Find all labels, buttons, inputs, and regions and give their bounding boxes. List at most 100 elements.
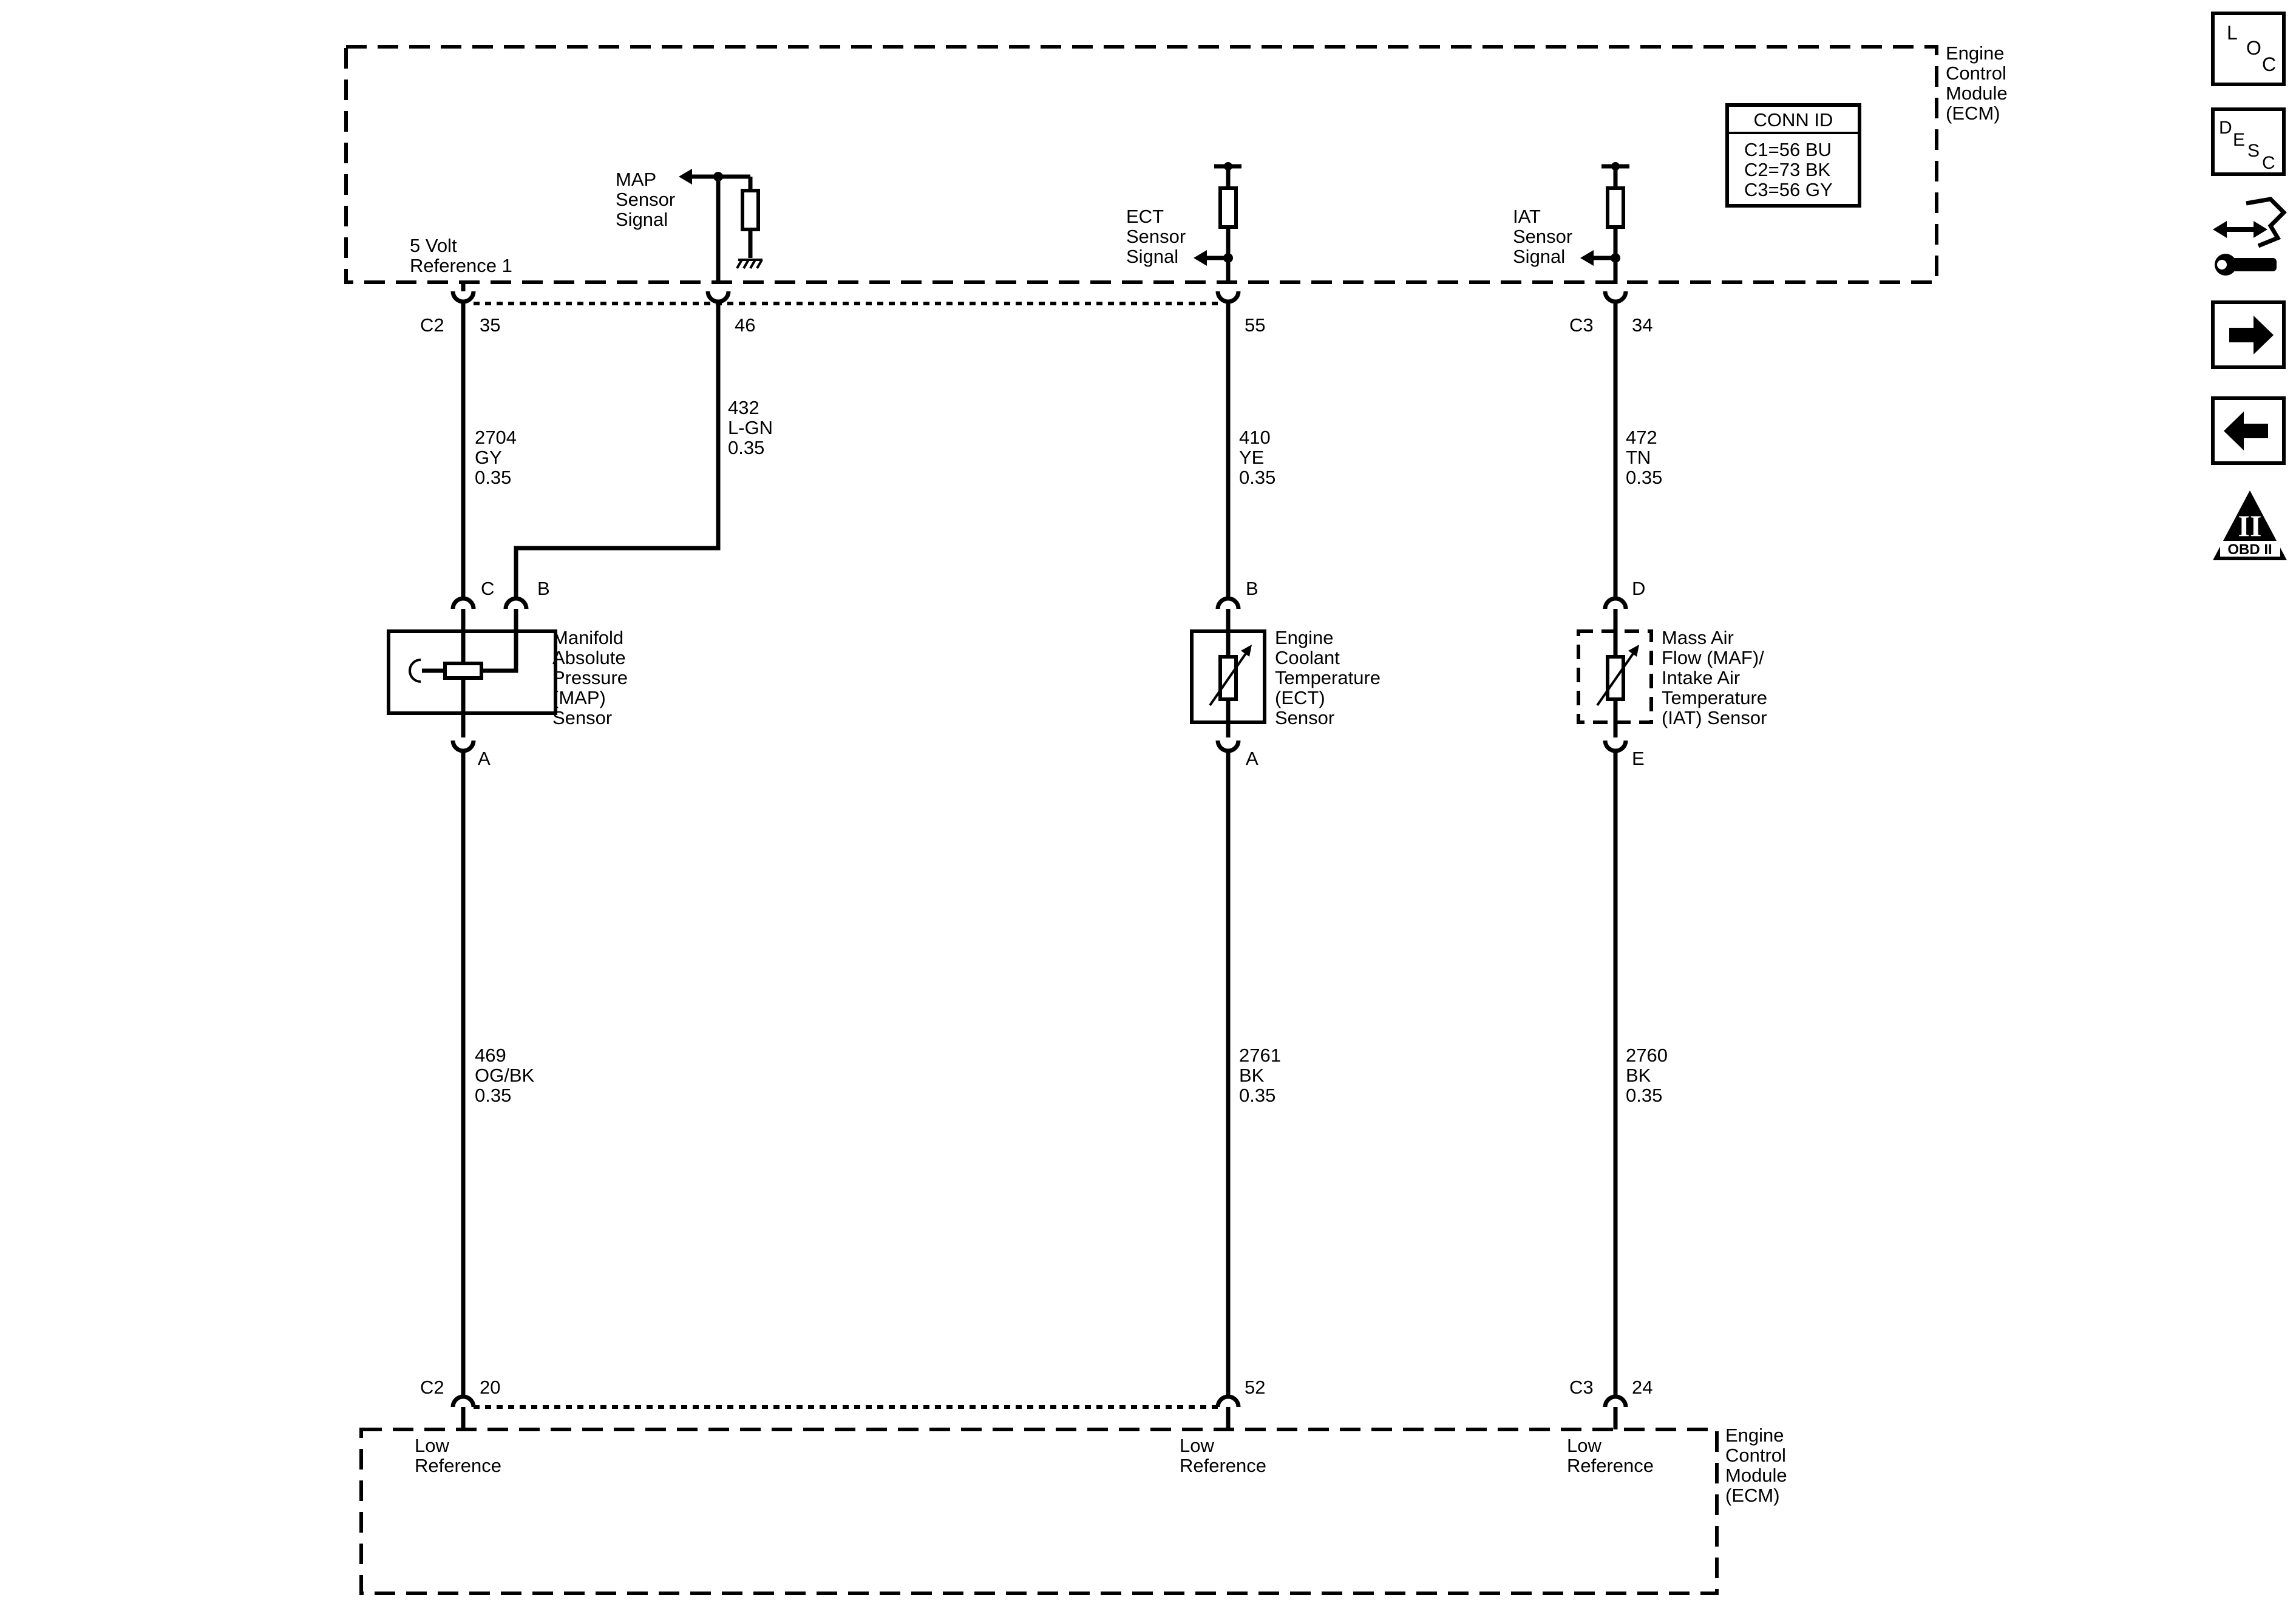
ref5v-label-2: Reference 1	[410, 255, 512, 276]
description-button[interactable]: D E S C	[2211, 107, 2286, 176]
iat-junction-dot	[1611, 253, 1620, 263]
map-signal-label-3: Signal	[616, 209, 668, 230]
arrow-right-icon	[2229, 316, 2274, 354]
component-swap-button[interactable]	[2213, 197, 2287, 276]
ecm-top-module: Engine Control Module (ECM) CONN ID C1=5…	[344, 42, 2008, 291]
map-internal-signal	[483, 631, 518, 673]
ect-sensor-label-3: Temperature	[1275, 667, 1381, 688]
iat-sensor-label-1: Mass Air	[1662, 627, 1734, 648]
desc-letter-s: S	[2247, 141, 2260, 161]
iat-sensor-label-2: Flow (MAF)/	[1662, 647, 1764, 668]
wire-label-2704-color: GY	[475, 447, 502, 468]
desc-letter-c: C	[2262, 153, 2275, 173]
ecm-bottom-label-3: Module	[1725, 1465, 1787, 1486]
ect-pin-a-label: A	[1246, 748, 1258, 769]
wires: 2704 GY 0.35 432 L-GN 0.35 410 YE 0.35 4…	[461, 302, 1668, 1395]
wire-label-432: 432 L-GN 0.35	[728, 397, 773, 458]
previous-button[interactable]	[2211, 396, 2286, 465]
map-pin-a-terminal	[450, 740, 476, 753]
arrow-left-icon	[2224, 412, 2268, 450]
wire-label-2761: 2761 BK 0.35	[1239, 1045, 1281, 1106]
ref5v-label-1: 5 Volt	[410, 235, 457, 256]
low-ref-ect-label-2: Reference	[1180, 1455, 1266, 1476]
obd-label-bg	[2220, 541, 2280, 557]
loc-letter-c: C	[2262, 53, 2276, 75]
wire-label-2760-color: BK	[1626, 1065, 1651, 1086]
wire-label-469-color: OG/BK	[475, 1065, 535, 1086]
pin-c2-35-terminal	[450, 291, 476, 304]
iat-variable-arrow	[1628, 645, 1639, 657]
wire-label-2761-color: BK	[1239, 1065, 1265, 1086]
ect-variable-arrow	[1241, 645, 1252, 657]
wire-label-432-number: 432	[728, 397, 759, 418]
obd-ii-icon: II OBD II	[2213, 490, 2287, 560]
ecm-bottom-label-1: Engine	[1725, 1425, 1784, 1446]
pin-55-terminal	[1215, 291, 1241, 304]
iat-pin-d-terminal	[1603, 596, 1628, 609]
iat-internal-circuit: IAT Sensor Signal	[1513, 162, 1629, 284]
wire-label-469: 469 OG/BK 0.35	[475, 1045, 535, 1106]
map-internal-circuit: MAP Sensor Signal	[616, 169, 763, 284]
pin-bottom-iat-number: 24	[1632, 1377, 1652, 1398]
conn-id-c1: C1=56 BU	[1744, 139, 1832, 160]
map-pin-c-terminal	[450, 596, 476, 609]
map-pin-b-terminal	[503, 596, 529, 609]
wire-label-472: 472 TN 0.35	[1626, 427, 1662, 488]
pin-52-terminal	[1215, 1394, 1241, 1408]
map-sensor-label-2: Absolute	[552, 647, 626, 668]
ect-pin-a-terminal	[1215, 740, 1241, 753]
wire-label-2760-gauge: 0.35	[1626, 1085, 1662, 1106]
ect-sensor-label-4: (ECT)	[1275, 687, 1325, 708]
iat-sensor-label-4: Temperature	[1662, 687, 1767, 708]
connector-wrench-icon	[2213, 197, 2287, 276]
map-sensor-label-3: Pressure	[552, 667, 628, 688]
pin-c2-20-terminal	[450, 1394, 476, 1408]
iat-pin-e-label: E	[1632, 748, 1645, 769]
location-button-frame	[2211, 12, 2286, 86]
pin-iat-conn: C3	[1569, 314, 1594, 336]
desc-letter-d: D	[2219, 118, 2232, 138]
location-button[interactable]: L O C	[2211, 12, 2286, 86]
ect-sensor-label-1: Engine	[1275, 627, 1334, 648]
map-signal-label-1: MAP	[616, 169, 656, 190]
wire-label-432-gauge: 0.35	[728, 437, 764, 458]
pin-c3-34-terminal	[1603, 291, 1628, 304]
wire-label-432-color: L-GN	[728, 417, 773, 438]
ect-sensor-label-5: Sensor	[1275, 707, 1334, 728]
conn-id-box	[1725, 103, 1861, 208]
map-pin-a-label: A	[478, 748, 491, 769]
low-ref-map-label-1: Low	[415, 1435, 449, 1456]
pin-ref5v-number: 35	[480, 314, 500, 336]
obd-ii-button[interactable]: II OBD II	[2213, 490, 2287, 560]
map-junction-dot	[713, 172, 723, 181]
wire-label-2704-gauge: 0.35	[475, 467, 511, 488]
loc-letter-l: L	[2227, 22, 2238, 44]
ect-pin-b-terminal	[1215, 596, 1241, 609]
pin-c3-24-terminal	[1603, 1394, 1628, 1408]
map-sensor-label-5: Sensor	[552, 707, 612, 728]
wire-label-410-color: YE	[1239, 447, 1264, 468]
ecm-top-label-3: Module	[1946, 83, 2008, 104]
ect-pull-resistor	[1218, 186, 1238, 229]
wire-label-472-number: 472	[1626, 427, 1657, 448]
next-button[interactable]	[2211, 300, 2286, 369]
pin-iat-number: 34	[1632, 314, 1652, 336]
ecm-bottom-label-2: Control	[1725, 1445, 1786, 1466]
bottom-connector-pins: C2 20 52 C3 24	[420, 1377, 1652, 1429]
map-sense-element	[443, 662, 483, 680]
iat-signal-arrow	[1580, 250, 1594, 266]
iat-sensor-label-5: (IAT) Sensor	[1662, 707, 1767, 728]
ect-internal-circuit: ECT Sensor Signal	[1126, 162, 1241, 284]
pin-46-terminal	[705, 291, 731, 304]
wire-label-472-gauge: 0.35	[1626, 467, 1662, 488]
ect-junction-dot	[1223, 253, 1233, 263]
wire-label-2761-number: 2761	[1239, 1045, 1281, 1066]
ecm-bottom-label-4: (ECM)	[1725, 1485, 1780, 1506]
wire-label-2704: 2704 GY 0.35	[475, 427, 517, 488]
conn-id-c3: C3=56 GY	[1744, 179, 1833, 200]
wire-label-469-number: 469	[475, 1045, 506, 1066]
ect-sensor-label-2: Coolant	[1275, 647, 1340, 668]
nav-toolbar: L O C D E S C	[2211, 12, 2287, 560]
pin-bottom-ect-number: 52	[1245, 1377, 1265, 1398]
iat-variable-line	[1596, 651, 1635, 707]
